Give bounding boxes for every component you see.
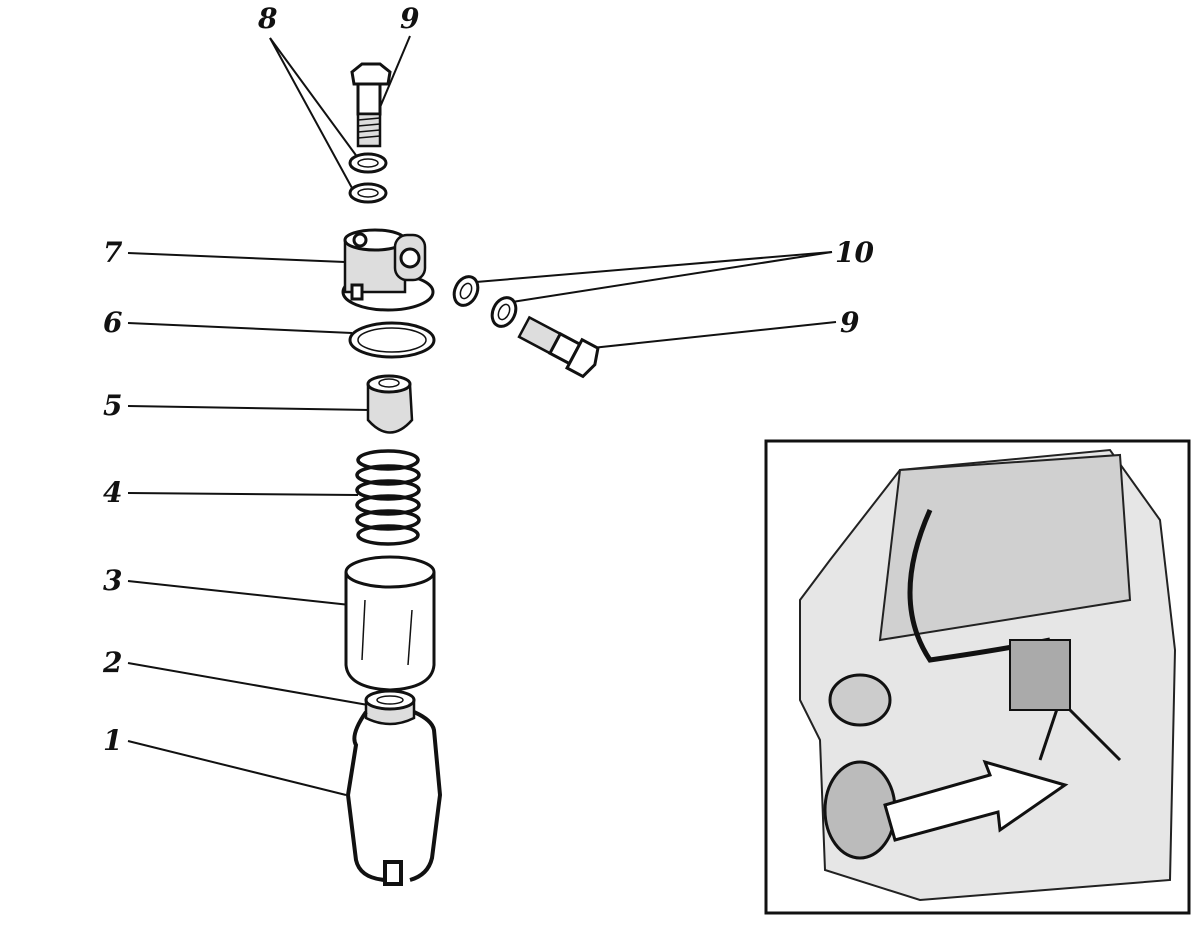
leader-lines — [127, 35, 837, 796]
part-3-glass-bowl — [344, 555, 436, 692]
part-9-banjo-bolt-top — [350, 62, 392, 148]
callout-9-top: 9 — [400, 2, 419, 35]
callout-6: 6 — [103, 306, 122, 339]
callout-3: 3 — [103, 564, 122, 597]
part-9-banjo-bolt-right — [517, 315, 600, 379]
callout-7: 7 — [103, 236, 123, 269]
arrow-icon — [883, 759, 1069, 842]
part-4-spring — [355, 449, 421, 546]
callout-5: 5 — [103, 389, 122, 422]
callout-2: 2 — [102, 646, 122, 679]
part-5-filter-cap — [366, 374, 414, 434]
part-1-bail-wire — [345, 710, 443, 886]
part-2-nut — [364, 689, 416, 726]
part-8-washers — [348, 152, 388, 204]
callout-1: 1 — [103, 724, 122, 757]
part-10-washers — [452, 275, 518, 328]
callout-10: 10 — [835, 236, 874, 269]
callout-4: 4 — [103, 476, 122, 509]
callout-9-right: 9 — [840, 306, 859, 339]
part-6-gasket — [348, 321, 436, 359]
callout-8: 8 — [257, 2, 277, 35]
engine-location-inset — [764, 439, 1191, 915]
part-7-filter-head — [341, 228, 435, 312]
